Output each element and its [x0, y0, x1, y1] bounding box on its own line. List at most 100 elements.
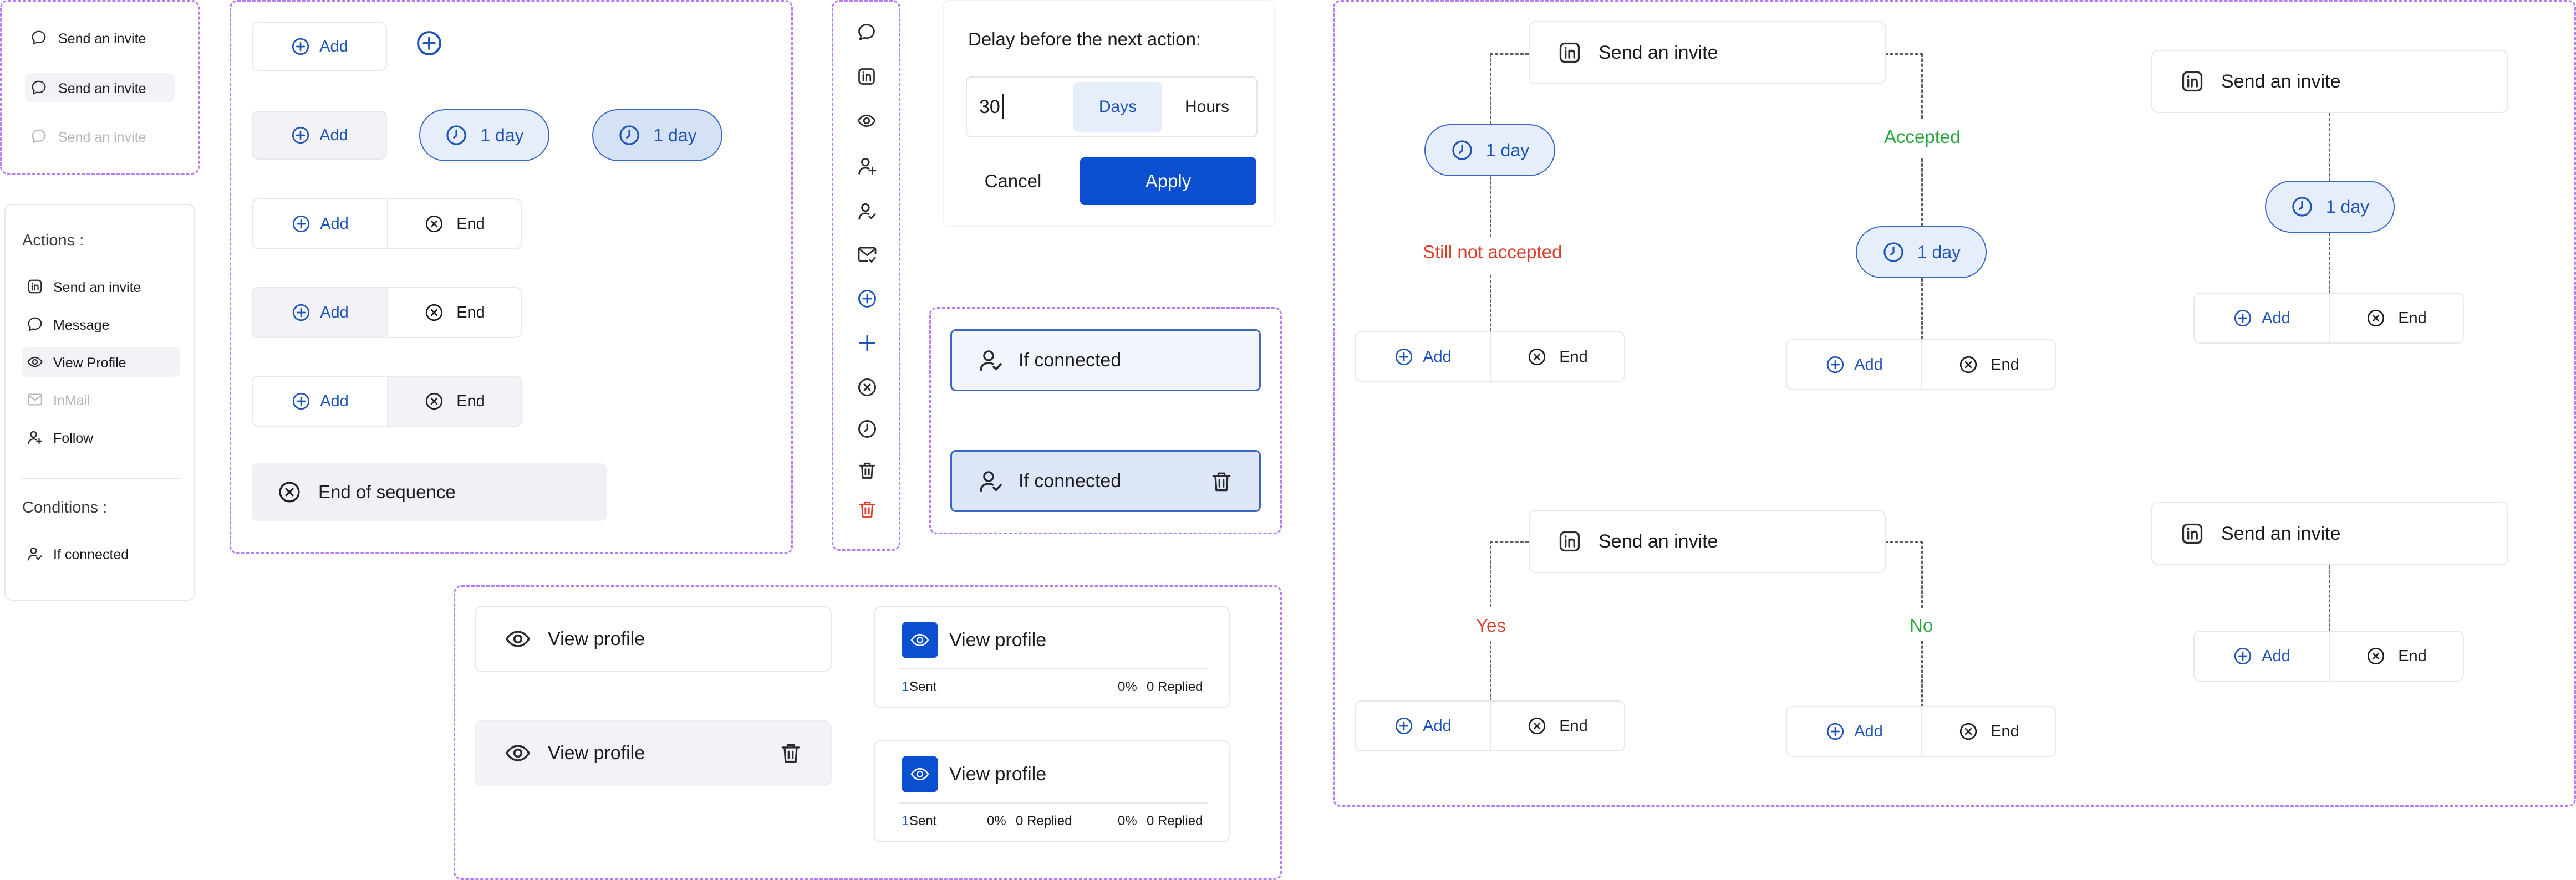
end-button[interactable]: End [2330, 632, 2463, 681]
end-button[interactable]: End [1491, 702, 1624, 750]
view-profile-step[interactable]: View profile [475, 606, 832, 672]
add-button-hover[interactable]: Add [252, 111, 387, 160]
plus-circle-icon [415, 29, 444, 58]
sent-label: Sent [909, 814, 937, 828]
end-button[interactable]: End [2330, 294, 2463, 342]
delay-pill[interactable]: 1 day [2265, 181, 2395, 233]
add-end-group: Add End [1786, 339, 2056, 390]
delay-value-input[interactable]: 30 [979, 96, 1000, 117]
menu-item-hover[interactable]: Send an invite [25, 73, 175, 102]
add-end-group-hover-end: Add End [252, 376, 522, 427]
if-connected-card-hover[interactable]: If connected [950, 450, 1261, 512]
delay-pill[interactable]: 1 day [419, 109, 549, 161]
connector [1885, 53, 1923, 55]
add-button[interactable]: Add [253, 199, 388, 248]
end-button[interactable]: End [388, 377, 521, 426]
replied-label: 0 Replied [1147, 679, 1203, 694]
plus-icon [857, 332, 878, 354]
send-invite-label: Send an invite [2221, 70, 2341, 92]
text-cursor [1002, 94, 1004, 119]
message-icon [30, 79, 47, 96]
end-label: End [1559, 717, 1588, 735]
add-button[interactable]: Add [2195, 632, 2330, 681]
delay-label: 1 day [2325, 196, 2370, 217]
end-button[interactable]: End [388, 288, 521, 337]
connector [1921, 158, 1923, 226]
add-label: Add [1423, 717, 1452, 735]
action-view-profile[interactable]: View Profile [22, 347, 180, 377]
add-label: Add [1854, 355, 1883, 374]
view-profile-stats-card-split[interactable]: View profile 1 Sent 0% 0 Replied 0% 0 Re… [874, 740, 1230, 842]
add-button[interactable]: Add [253, 377, 388, 426]
add-button[interactable]: Add [2195, 294, 2330, 342]
clock-icon [857, 418, 878, 439]
end-label: End [2398, 647, 2427, 665]
close-circle-icon [424, 391, 444, 411]
send-invite-step[interactable]: Send an invite [1529, 510, 1886, 573]
replied-percent: 0% [987, 814, 1006, 828]
menu-item-label: Send an invite [58, 130, 146, 145]
plus-circle-icon [1825, 355, 1845, 375]
send-invite-step[interactable]: Send an invite [2151, 502, 2508, 565]
add-button[interactable]: Add [1356, 702, 1491, 750]
view-profile-step-hover[interactable]: View profile [475, 720, 832, 786]
end-of-sequence-label: End of sequence [318, 482, 456, 502]
delay-pill[interactable]: 1 day [1856, 226, 1987, 278]
condition-if-connected[interactable]: If connected [22, 540, 180, 567]
condition-label: If connected [53, 547, 129, 562]
branch-still-not-accepted: Still not accepted [1423, 242, 1562, 262]
icon-strip-frame [832, 0, 900, 551]
view-profile-badge [902, 756, 938, 792]
add-icon-button[interactable] [415, 29, 446, 60]
sent-count: 1 [902, 679, 909, 694]
menu-item[interactable]: Send an invite [25, 24, 175, 51]
clock-icon [1882, 241, 1905, 264]
delay-pill-hover[interactable]: 1 day [592, 109, 722, 161]
add-button[interactable]: Add [253, 288, 388, 337]
actions-panel: Actions : Send an invite Message View Pr… [4, 204, 195, 601]
add-button[interactable]: Add [1356, 332, 1491, 381]
end-button[interactable]: End [1491, 332, 1624, 381]
connector [1921, 641, 1923, 707]
unit-days-button[interactable]: Days [1073, 82, 1162, 132]
delay-label: 1 day [1485, 140, 1530, 160]
end-of-sequence[interactable]: End of sequence [252, 463, 607, 521]
if-connected-card[interactable]: If connected [950, 329, 1261, 391]
action-label: Follow [53, 431, 94, 446]
clock-icon [2290, 195, 2314, 218]
clock-icon [1450, 139, 1474, 162]
trash-icon[interactable] [778, 741, 803, 765]
eye-icon [910, 630, 930, 650]
send-invite-step[interactable]: Send an invite [2151, 50, 2508, 113]
connector [1490, 641, 1491, 702]
trash-icon[interactable] [1209, 469, 1234, 494]
divider [22, 478, 180, 479]
end-button[interactable]: End [1922, 707, 2055, 756]
end-button[interactable]: End [1922, 340, 2055, 389]
cancel-label: Cancel [984, 171, 1042, 191]
add-button[interactable]: Add [252, 22, 387, 71]
add-end-group-hover-add: Add End [252, 287, 522, 338]
delay-pill[interactable]: 1 day [1424, 124, 1555, 176]
replied-percent: 0% [1118, 679, 1137, 694]
apply-button[interactable]: Apply [1080, 157, 1256, 205]
close-circle-icon [277, 480, 302, 504]
conditions-frame [929, 307, 1282, 534]
add-end-group: Add End [1355, 700, 1625, 751]
action-message[interactable]: Message [22, 310, 180, 338]
view-profile-stats-card[interactable]: View profile 1 Sent 0% 0 Replied [874, 606, 1230, 708]
send-invite-step[interactable]: Send an invite [1529, 21, 1886, 84]
unit-hours-button[interactable]: Hours [1162, 82, 1252, 132]
add-button[interactable]: Add [1787, 340, 1922, 389]
linkedin-icon [857, 66, 877, 86]
action-follow[interactable]: Follow [22, 423, 180, 451]
delay-title: Delay before the next action: [968, 29, 1202, 49]
buttons-frame [230, 0, 793, 554]
cancel-button[interactable]: Cancel [966, 157, 1060, 205]
user-check-icon [978, 468, 1004, 494]
menu-states-frame [0, 0, 200, 175]
branch-accepted: Accepted [1884, 126, 1961, 147]
action-send-invite[interactable]: Send an invite [22, 273, 180, 300]
end-button[interactable]: End [388, 199, 521, 248]
add-button[interactable]: Add [1787, 707, 1922, 756]
